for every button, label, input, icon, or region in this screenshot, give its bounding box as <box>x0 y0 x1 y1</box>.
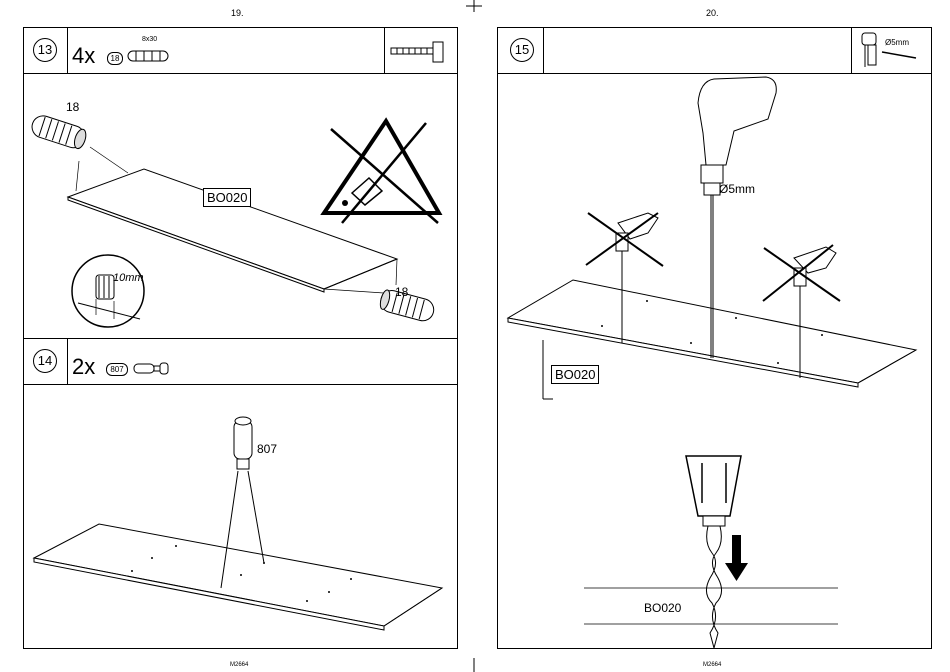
step15-tool-label: Ø5mm <box>885 38 909 47</box>
step15-cross-label: BO020 <box>644 601 681 615</box>
step13-number: 13 <box>33 38 57 62</box>
step15-header: 15 Ø5mm <box>498 28 931 74</box>
step13-qty: 4x <box>72 43 95 69</box>
step14-illustration <box>24 383 459 648</box>
hammer-icon <box>389 38 449 66</box>
step15-number: 15 <box>510 38 534 62</box>
step13-header: 13 4x 18 8x30 <box>24 28 457 74</box>
step15-drill-label: Ø5mm <box>719 182 755 196</box>
step15-illustration <box>498 73 933 648</box>
step13-part-badge: 18 <box>107 52 123 65</box>
label-dowel-bottom: 18 <box>395 285 408 299</box>
step13-panel-label: BO020 <box>203 188 251 207</box>
left-page-frame: 13 4x 18 8x30 <box>23 27 458 649</box>
step15-panel-label: BO020 <box>551 365 599 384</box>
step14-number: 14 <box>33 349 57 373</box>
dowel-top <box>29 113 88 151</box>
label-dowel-top: 18 <box>66 100 79 114</box>
step14-part-label: 807 <box>257 442 277 456</box>
no-glue-icon <box>324 121 439 223</box>
right-page-frame: 15 Ø5mm <box>497 27 932 649</box>
depth-label: 10mm <box>113 272 144 284</box>
step14-qty: 2x <box>72 354 95 380</box>
step14-part-badge: 807 <box>106 363 128 376</box>
cam-bolt-icon <box>132 361 172 377</box>
drill-bit-icon <box>880 50 920 62</box>
dowel-icon <box>126 47 176 67</box>
step13-part-size: 8x30 <box>142 36 157 43</box>
drill-bit-section <box>584 456 838 648</box>
step14-header: 14 2x 807 <box>24 338 457 385</box>
